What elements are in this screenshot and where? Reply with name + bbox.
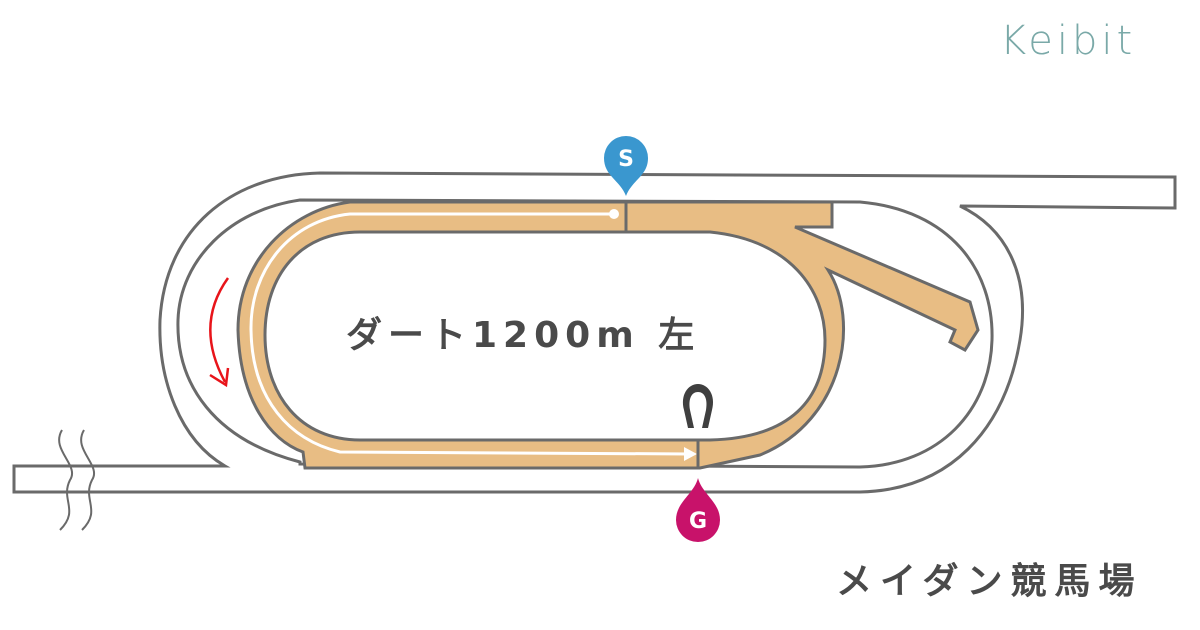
horseshoe-icon bbox=[682, 384, 714, 428]
start-marker: S bbox=[604, 136, 648, 196]
wavy-break-icon bbox=[58, 429, 95, 531]
direction-arrow-icon bbox=[209, 277, 230, 388]
goal-marker: G bbox=[676, 478, 720, 543]
venue-name: メイダン競馬場 bbox=[836, 561, 1143, 602]
course-label: ダート1200m 左 bbox=[346, 315, 701, 356]
svg-text:G: G bbox=[689, 509, 707, 534]
brand-logo: Keibit bbox=[1000, 18, 1137, 64]
svg-text:S: S bbox=[618, 147, 634, 172]
dirt-track bbox=[236, 200, 980, 470]
